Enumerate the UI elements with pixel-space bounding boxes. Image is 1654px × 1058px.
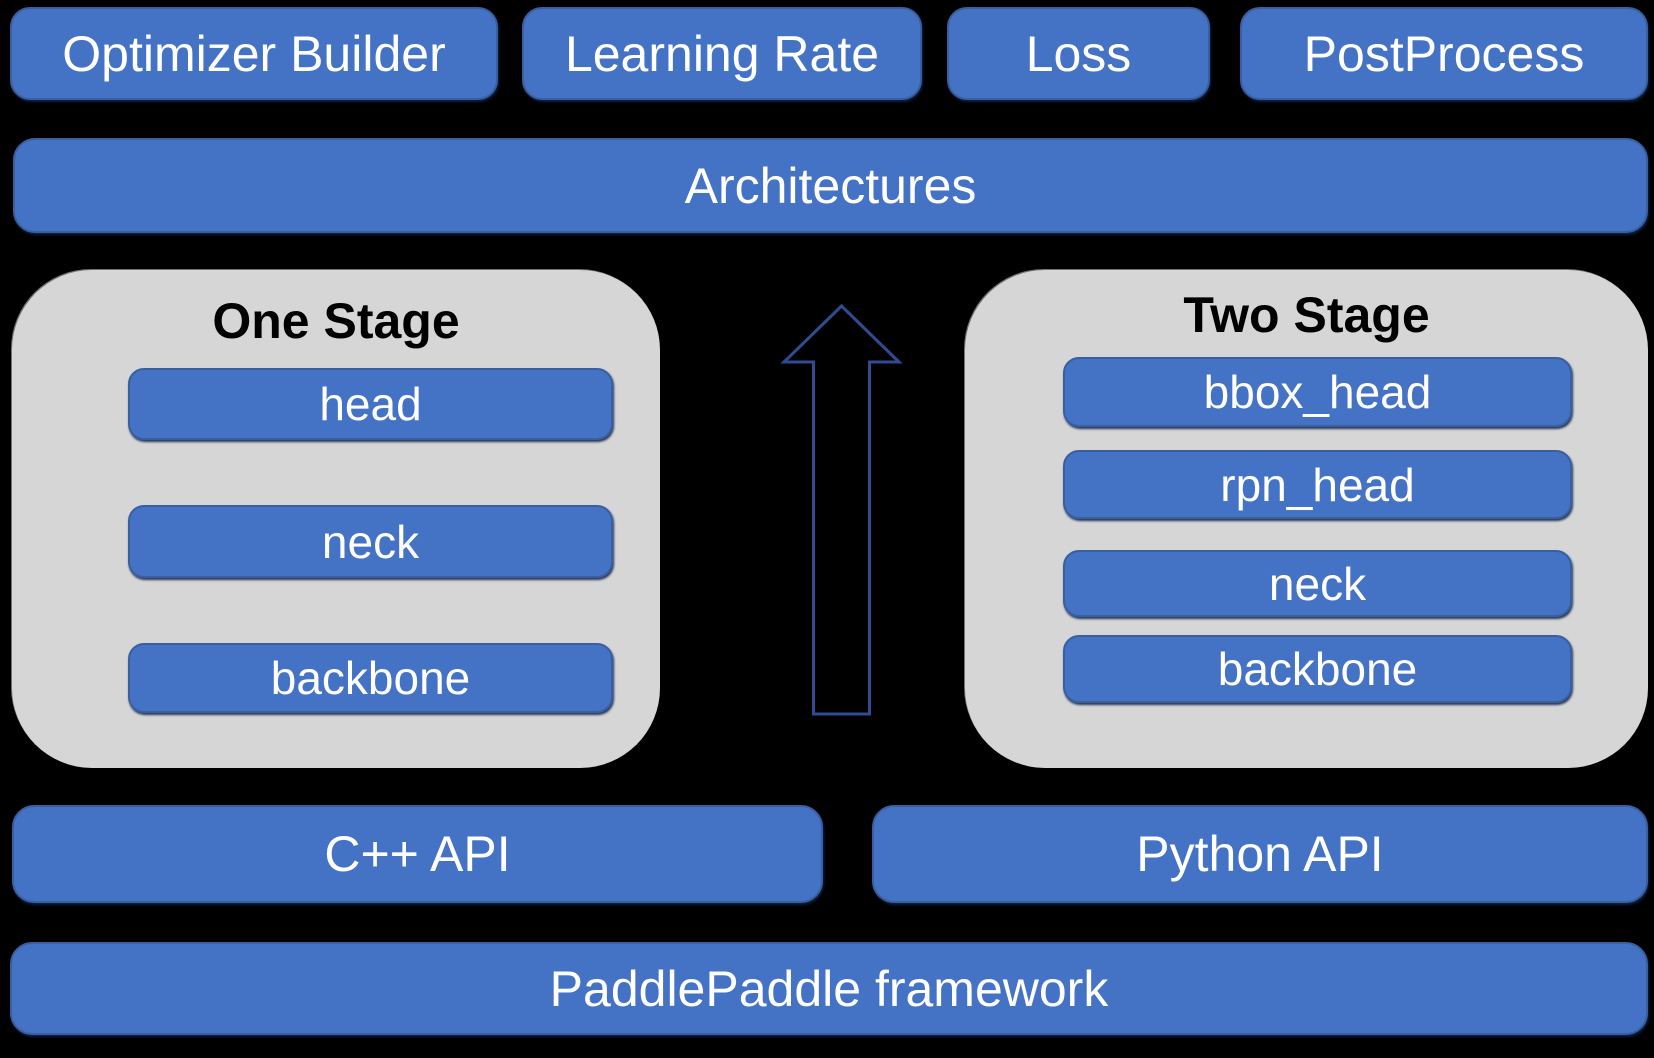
loss-box: Loss xyxy=(947,7,1210,100)
cpp-api-box: C++ API xyxy=(12,805,823,903)
two-stage-bbox-head-box: bbox_head xyxy=(1063,357,1572,427)
one-stage-backbone-box: backbone xyxy=(128,643,613,713)
two-stage-panel: Two Stage bbox_head rpn_head neck backbo… xyxy=(965,270,1648,768)
python-api-box: Python API xyxy=(872,805,1648,903)
postprocess-box: PostProcess xyxy=(1240,7,1648,100)
one-stage-head-box: head xyxy=(128,368,613,440)
optimizer-builder-box: Optimizer Builder xyxy=(10,7,498,100)
learning-rate-box: Learning Rate xyxy=(522,7,922,100)
architectures-bar: Architectures xyxy=(13,138,1648,233)
paddlepaddle-framework-bar: PaddlePaddle framework xyxy=(10,942,1648,1035)
two-stage-backbone-box: backbone xyxy=(1063,635,1572,703)
two-stage-title: Two Stage xyxy=(1183,287,1430,343)
two-stage-rpn-head-box: rpn_head xyxy=(1063,450,1572,519)
one-stage-panel: One Stage head neck backbone xyxy=(12,270,660,768)
up-arrow-icon xyxy=(780,303,903,716)
two-stage-neck-box: neck xyxy=(1063,550,1572,617)
one-stage-neck-box: neck xyxy=(128,505,613,578)
one-stage-title: One Stage xyxy=(212,293,460,349)
